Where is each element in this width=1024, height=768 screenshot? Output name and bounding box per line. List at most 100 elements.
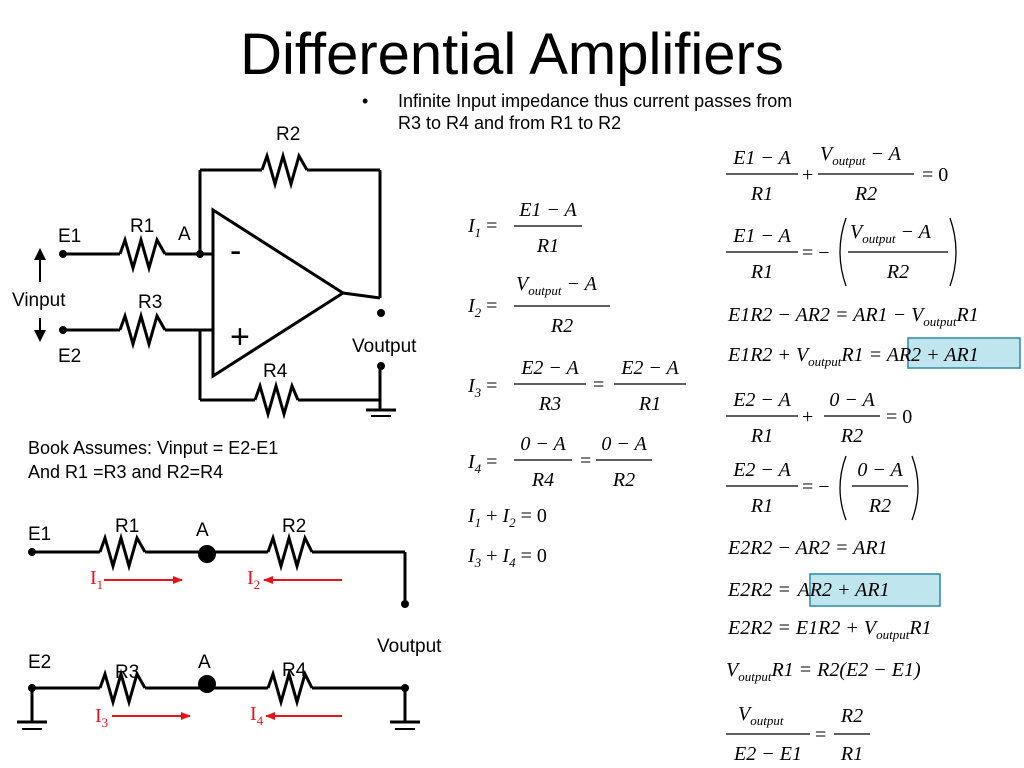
eq-node-a-bottom [198,675,216,693]
deriv-eq1-num2: Voutput − A [820,143,902,168]
eq-label-r2: R2 [282,516,306,537]
label-r4: R4 [263,361,288,382]
deriv-eq2: E1 − A R1 = − Voutput − A R2 [726,217,957,287]
eq-i1-num: E1 − A [518,199,577,221]
vinput-arrow-up-icon [34,248,46,260]
current-label-i3: I3 [95,705,108,730]
eq-i4-den1: R4 [531,469,554,491]
highlight-box-2 [809,573,941,607]
eq-node-a-top [198,545,216,563]
deriv-eq11-num2: R2 [840,705,863,727]
eq-i3-num2: E2 − A [620,357,679,379]
deriv-eq11-den2: R1 [840,743,863,765]
deriv-eq6-den2: R2 [868,495,891,517]
deriv-eq6: E2 − A R1 = − 0 − A R2 [726,455,919,521]
deriv-eq7: E2R2 − AR2 = AR1 [727,537,888,559]
eq-i4-equals: = [580,450,591,472]
label-vinput: Vinput [12,290,66,311]
eq-label-r3: R3 [115,662,139,683]
eq-node-voutput [401,600,409,608]
opamp-triangle [211,207,346,379]
current-equations: I1 = E1 − A R1 I2 = Voutput − A R2 I3 = … [467,199,686,570]
deriv-eq3: E1R2 − AR2 = AR1 − VoutputR1 [727,304,979,329]
deriv-eq2-eqminus: = − [802,242,830,264]
label-voutput: Voutput [352,336,417,357]
deriv-eq11-equals: = [815,724,826,746]
opamp-circuit [39,150,396,420]
plus-sign: + [230,318,250,356]
bullet-text-line2: R3 to R4 and from R1 to R2 [398,113,622,133]
eq-node-output-bottom [401,684,409,692]
deriv-eq6-eqminus: = − [802,476,830,498]
deriv-eq1-den2: R2 [854,183,877,205]
eq-i4-den2: R2 [612,469,635,491]
deriv-eq5-den2: R2 [840,425,863,447]
node-a [196,250,204,258]
resistor-r3 [118,310,167,350]
deriv-eq11: Voutput E2 − E1 = R2 R1 [726,703,870,765]
deriv-eq6-num1: E2 − A [732,459,791,481]
node-e1 [59,250,67,258]
eq-label-voutput: Voutput [377,636,442,657]
deriv-eq2-rparen [949,217,957,287]
ground-icon [366,408,396,417]
vinput-arrow-down-icon [34,330,46,342]
deriv-eq2-lparen [839,217,847,287]
eq-i4-lhs: I4 = [467,451,497,476]
assumption-line1: Book Assumes: Vinput = E2-E1 [28,438,279,458]
deriv-eq1-num1: E1 − A [732,147,791,169]
eq-i3-num1: E2 − A [520,357,579,379]
deriv-eq8: E2R2 = AR2 + AR1 [727,579,890,601]
current-label-i4: I4 [250,703,264,728]
deriv-eq11-num1: Voutput [738,703,784,728]
deriv-eq6-den1: R1 [750,495,773,517]
assumption-line2: And R1 =R3 and R2=R4 [28,462,224,482]
eq-resistor-r2 [266,532,314,572]
eq-label-e2: E2 [28,652,51,673]
label-r3: R3 [138,292,162,313]
eq-i1-den: R1 [536,235,559,257]
eq-label-r1: R1 [115,516,139,537]
eq-i3-den1: R3 [538,393,561,415]
eq-i1-lhs: I1 = [467,215,497,240]
deriv-eq11-den1: E2 − E1 [733,743,802,765]
deriv-eq2-num1: E1 − A [732,225,791,247]
resistor-r1 [118,234,167,274]
eq-label-a-bottom: A [198,652,211,673]
deriv-eq6-num2: 0 − A [857,459,903,481]
eq-resistor-r3 [98,668,147,708]
deriv-eq5-den1: R1 [750,425,773,447]
eq-i2-lhs: I2 = [467,295,497,320]
eq-sum-i1-i2: I1 + I2 = 0 [467,505,547,530]
node-voutput-top [377,309,385,317]
deriv-eq4: E1R2 + VoutputR1 = AR2 + AR1 [727,344,979,369]
bullet-text-line1: Infinite Input impedance thus current pa… [398,91,793,111]
eq-label-a-top: A [196,520,209,541]
label-e2: E2 [58,346,81,367]
eq-label-r4: R4 [282,660,307,681]
deriv-eq1-rhs: = 0 [922,164,948,186]
eq-i4-num2: 0 − A [601,433,647,455]
node-voutput-bottom [377,362,385,370]
deriv-eq10: VoutputR1 = R2(E2 − E1) [726,659,921,684]
eq-node-e2 [28,684,36,692]
eq-sum-i3-i4: I3 + I4 = 0 [467,545,547,570]
deriv-eq2-num2: Voutput − A [850,221,932,246]
eq-node-e1 [28,548,36,556]
eq-i1: I1 = E1 − A R1 [467,199,582,257]
eq-label-e1: E1 [28,524,51,545]
current-arrows [104,576,342,720]
eq-i3-lhs: I3 = [467,375,497,400]
label-r2: R2 [276,124,300,145]
ground-right-icon [390,720,420,730]
eq-i4-num1: 0 − A [520,433,566,455]
eq-i3-den2: R1 [638,393,661,415]
eq-i4: I4 = 0 − A R4 = 0 − A R2 [467,433,652,491]
eq-resistor-r4 [266,668,314,708]
eq-i3: I3 = E2 − A R3 = E2 − A R1 [467,357,686,415]
resistor-r4 [253,380,300,420]
circuit-nodes [59,250,385,370]
current-label-i1: I1 [90,567,103,592]
minus-sign: - [230,232,241,270]
